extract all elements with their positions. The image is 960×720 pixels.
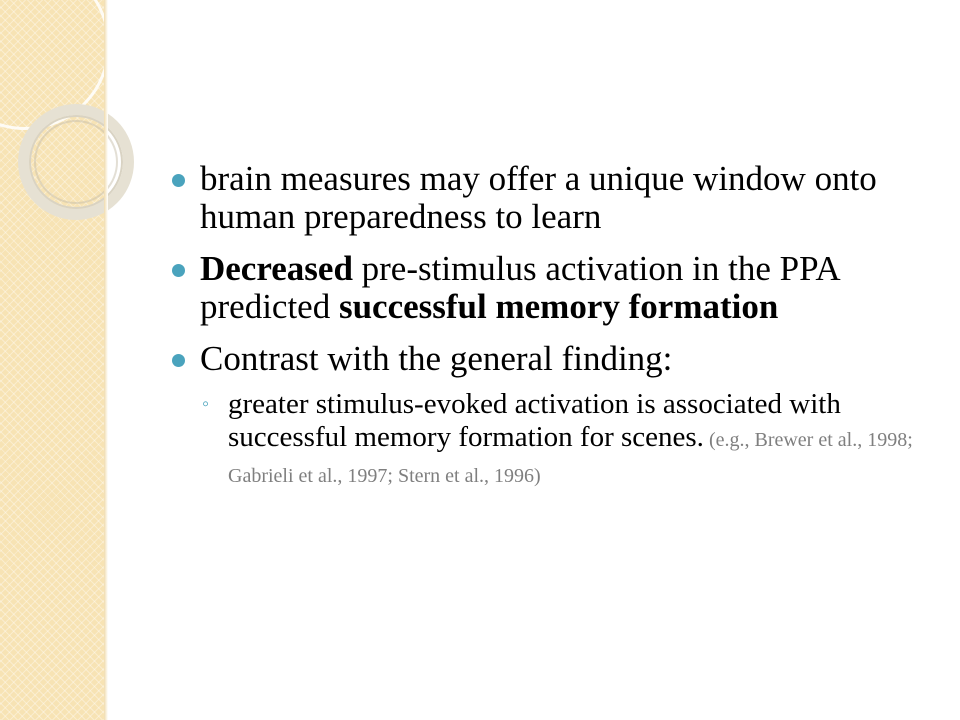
side-panel-edge (104, 0, 108, 720)
sub-bullet-text: greater stimulus-evoked activation is as… (228, 388, 841, 453)
bullet-dot-icon (172, 174, 185, 187)
bullet-text: brain measures may offer a unique window… (200, 159, 877, 236)
bullet-text: pre-stimulus activation in the PPA predi… (200, 249, 839, 326)
sub-bullet-item: ◦ greater stimulus-evoked activation is … (172, 388, 932, 493)
bullet-item: Decreased pre-stimulus activation in the… (172, 250, 932, 326)
bullet-bold-text: successful memory formation (338, 287, 779, 326)
bullet-item: brain measures may offer a unique window… (172, 160, 932, 236)
decorative-side-panel (0, 0, 134, 720)
bullet-dot-icon (172, 354, 185, 367)
citation-text: (e.g., Brewer et al., 1998; Gabrieli et … (228, 429, 913, 487)
hollow-circle-icon: ◦ (202, 393, 210, 415)
decorative-ring-mid (18, 104, 134, 220)
bullet-text: Contrast with the general finding: (200, 339, 673, 378)
bullet-item: Contrast with the general finding: (172, 340, 932, 378)
bullet-bold-text: Decreased (200, 249, 353, 288)
decorative-ring-small (34, 120, 118, 204)
slide-body: brain measures may offer a unique window… (172, 160, 932, 493)
bullet-dot-icon (172, 264, 185, 277)
